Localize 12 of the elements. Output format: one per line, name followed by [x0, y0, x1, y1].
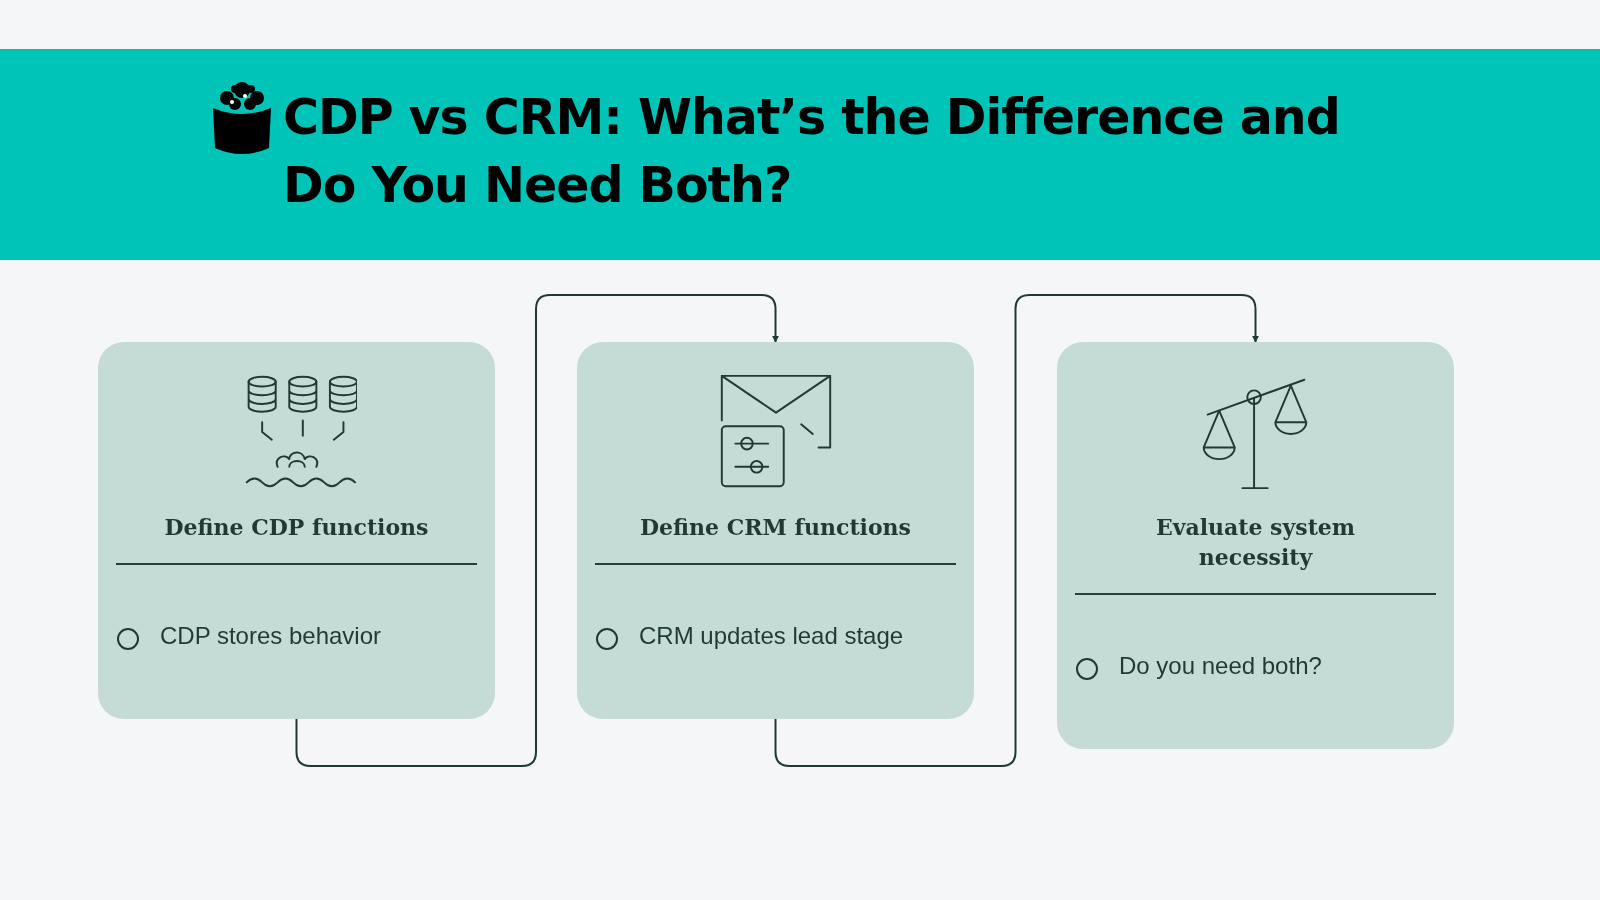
step-card — [1057, 342, 1454, 749]
title: CDP vs CRM: What’s the Difference and Do You Need Both? — [283, 88, 1341, 216]
step-card — [98, 342, 495, 719]
bullet-text: CDP stores behavior — [160, 622, 381, 650]
bullet-text: Do you need both? — [1119, 652, 1322, 680]
connector-arrow — [295, 294, 779, 767]
step-heading: Define CRM functions — [639, 513, 912, 542]
bullet-text: CRM updates lead stage — [639, 622, 904, 650]
step-heading: Define CDP functions — [163, 513, 430, 542]
step-card — [577, 342, 974, 719]
connector-arrow — [774, 294, 1259, 767]
step-heading: Evaluate system necessity — [1154, 513, 1357, 572]
